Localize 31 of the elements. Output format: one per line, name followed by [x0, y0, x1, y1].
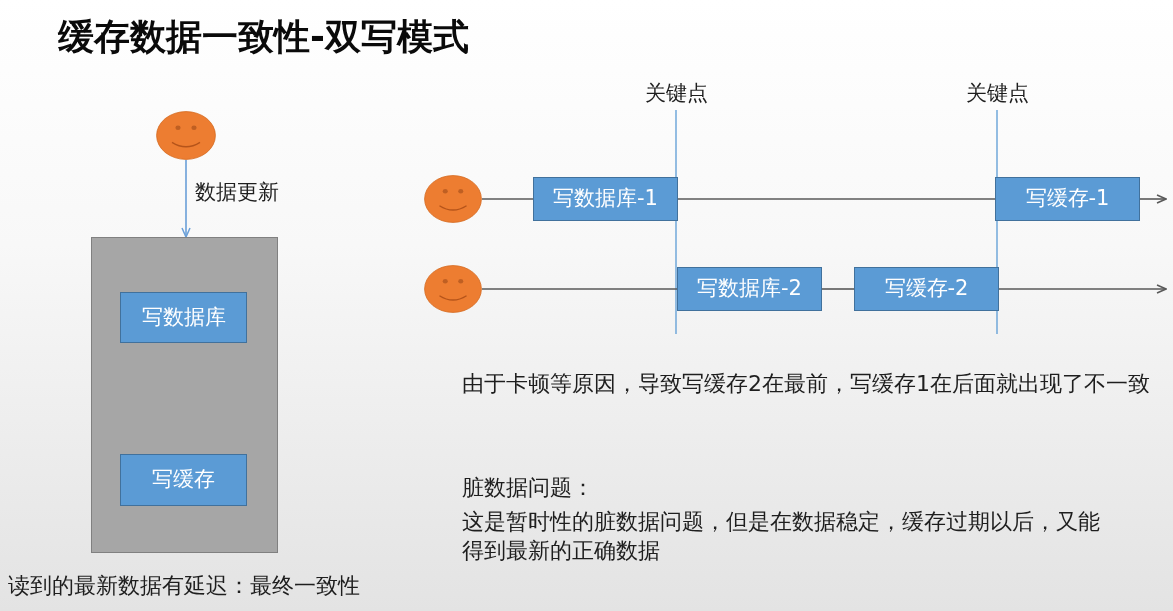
key-point-label: 关键点 [644, 80, 708, 107]
process-box [995, 177, 1140, 221]
edge-label: 数据更新 [195, 179, 279, 206]
connector-line [821, 288, 855, 290]
arrow [1139, 194, 1167, 204]
smiley-face-icon [424, 175, 482, 223]
process-box [854, 267, 999, 311]
arrow [998, 284, 1167, 294]
step-label: 写缓存-2 [884, 276, 969, 302]
arrow [181, 159, 191, 238]
note-text: 读到的最新数据有延迟：最终一致性 [8, 572, 360, 600]
step-label: 写数据库-2 [697, 276, 802, 302]
step-label: 写数据库-1 [553, 186, 658, 212]
smiley-face-icon [156, 111, 216, 160]
note-heading: 脏数据问题： [462, 474, 594, 502]
step-label: 写数据库 [141, 304, 226, 331]
key-point-label: 关键点 [965, 80, 1029, 107]
step-label: 写缓存 [152, 467, 215, 493]
process-box [677, 267, 822, 311]
container-panel [91, 237, 278, 553]
process-box [120, 292, 247, 343]
title: 缓存数据一致性-双写模式 [58, 15, 469, 59]
note-text: 由于卡顿等原因，导致写缓存2在最前，写缓存1在后面就出现了不一致 [462, 370, 1150, 398]
step-label: 写缓存-1 [1025, 186, 1110, 212]
connector-line [481, 288, 678, 290]
note-text: 这是暂时性的脏数据问题，但是在数据稳定，缓存过期以后，又能得到最新的正确数据 [462, 508, 1101, 565]
process-box [533, 177, 678, 221]
connector-line [481, 198, 534, 200]
process-box [120, 454, 247, 506]
smiley-face-icon [424, 265, 482, 313]
connector-line [677, 198, 996, 200]
